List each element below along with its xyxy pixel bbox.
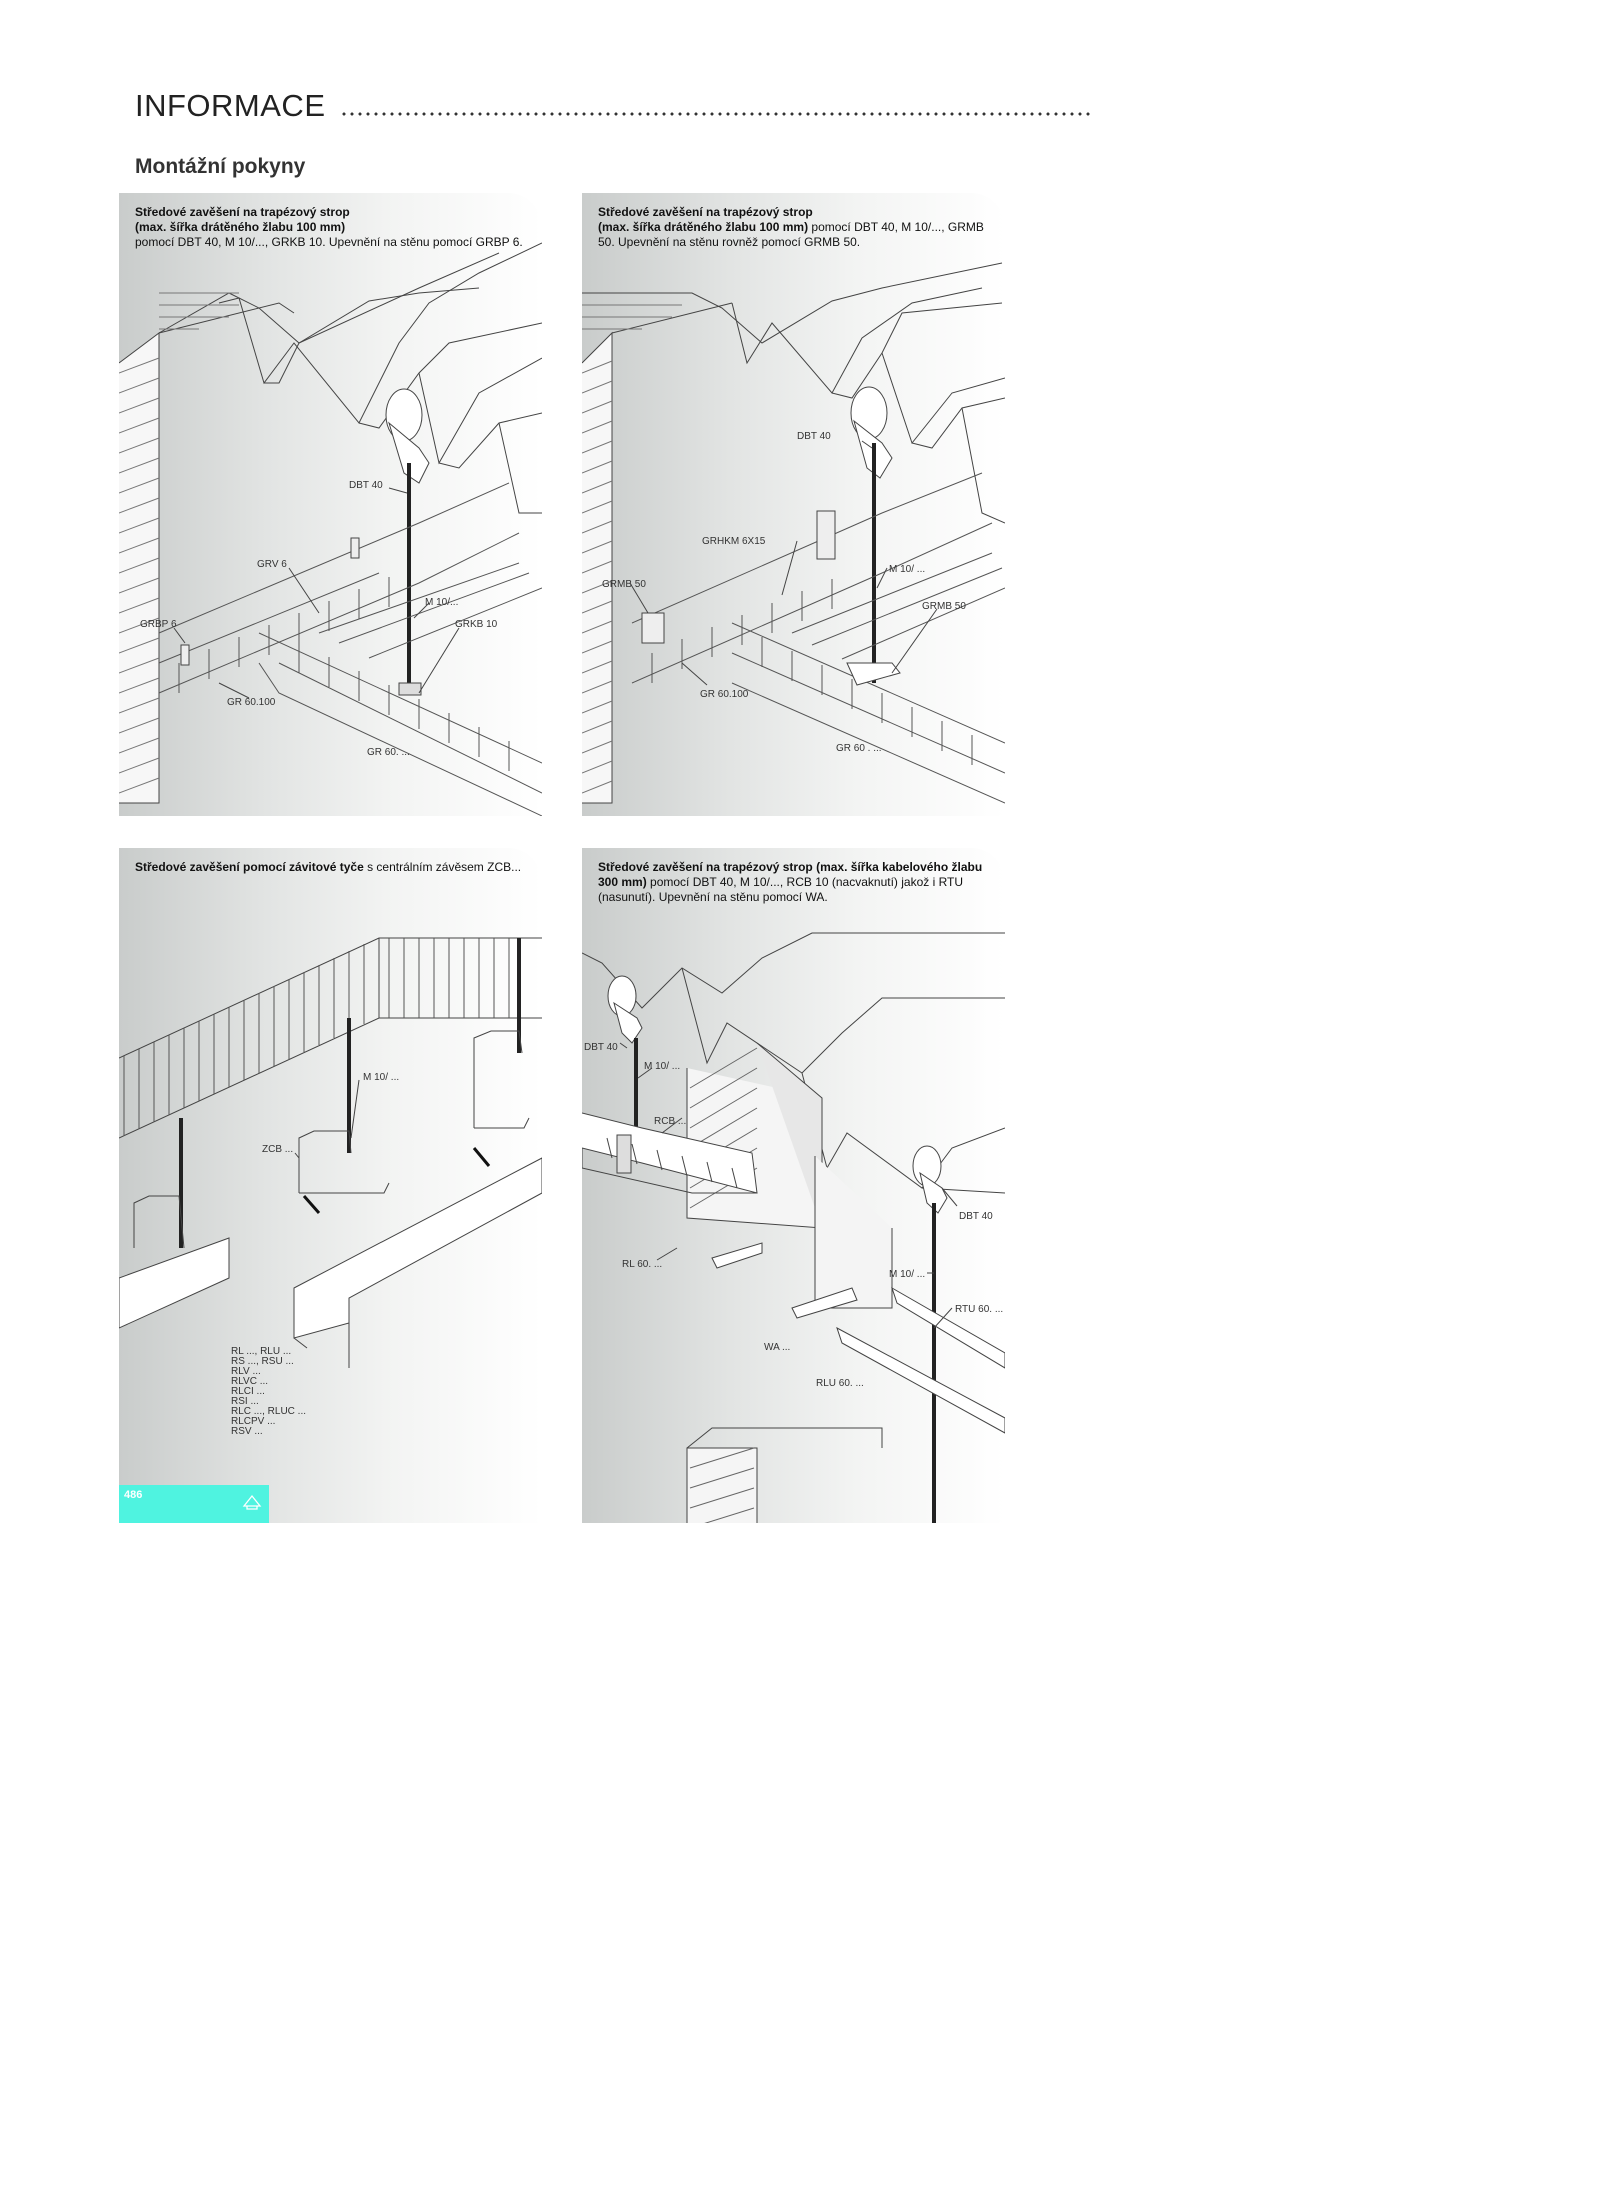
label-dbt40-right: DBT 40 <box>959 1211 993 1222</box>
label-grhkm: GRHKM 6X15 <box>702 536 766 547</box>
label-m10-left: M 10/ ... <box>644 1061 680 1072</box>
panel-3-caption-text: s centrálním závěsem ZCB... <box>363 860 522 874</box>
section-subtitle: Montážní pokyny <box>135 155 306 178</box>
label-dbt40: DBT 40 <box>797 431 831 442</box>
label-grv6: GRV 6 <box>257 559 287 570</box>
label-rlu60: RLU 60. ... <box>816 1378 864 1389</box>
label-rlv: RLV ... <box>231 1366 261 1377</box>
panel-1-caption-bold: Středové zavěšení na trapézový strop (ma… <box>135 205 350 234</box>
panel-3-caption: Středové zavěšení pomocí závitové tyče s… <box>135 860 535 875</box>
panel-3: Středové zavěšení pomocí závitové tyče s… <box>119 848 542 1523</box>
page-number-badge: 486 <box>119 1485 269 1523</box>
panel-4-caption-bold: Středové zavěšení na trapézový strop (ma… <box>598 860 983 889</box>
label-rtu60: RTU 60. ... <box>955 1304 1003 1315</box>
panel-1: Středové zavěšení na trapézový strop (ma… <box>119 193 542 816</box>
label-rlc-rluc: RLC ..., RLUC ... <box>231 1406 306 1417</box>
panel-2-caption-text: pomocí DBT 40, M 10/..., GRMB 50. Upevně… <box>598 220 984 249</box>
label-rlci: RLCI ... <box>231 1386 265 1397</box>
panel-2: Středové zavěšení na trapézový strop (ma… <box>582 193 1005 816</box>
label-rl-rlu: RL ..., RLU ... <box>231 1346 291 1357</box>
label-rsi: RSI ... <box>231 1396 259 1407</box>
label-gr60: GR 60 . ... <box>836 743 882 754</box>
panel-4-caption-text: pomocí DBT 40, M 10/..., RCB 10 (nacvakn… <box>598 875 964 904</box>
label-rlcpv: RLCPV ... <box>231 1416 275 1427</box>
label-grbp6: GRBP 6 <box>140 619 177 630</box>
label-m10-right: M 10/ ... <box>889 1269 925 1280</box>
label-rcb: RCB ... <box>654 1116 686 1127</box>
panel-1-caption-text: pomocí DBT 40, M 10/..., GRKB 10. Upevně… <box>135 235 523 249</box>
label-rsv: RSV ... <box>231 1426 263 1437</box>
panel-2-caption: Středové zavěšení na trapézový strop (ma… <box>598 205 998 250</box>
label-gr60100: GR 60.100 <box>700 689 749 700</box>
panel-3-drawing: M 10/ ... ZCB ... RL ..., RLU ... RS ...… <box>119 937 542 1437</box>
label-grkb10: GRKB 10 <box>455 619 498 630</box>
label-zcb: ZCB ... <box>262 1144 293 1155</box>
label-dbt40: DBT 40 <box>349 480 383 491</box>
label-wa: WA ... <box>764 1342 790 1353</box>
label-grmb50-right: GRMB 50 <box>922 601 966 612</box>
panel-4-caption: Středové zavěšení na trapézový strop (ma… <box>598 860 998 905</box>
label-grmb50-left: GRMB 50 <box>602 579 646 590</box>
panel-4: Středové zavěšení na trapézový strop (ma… <box>582 848 1005 1523</box>
cable-tray-icon <box>242 1494 262 1510</box>
label-gr60: GR 60. ... <box>367 747 410 758</box>
title-dotted-leader <box>340 112 1090 116</box>
page-number: 486 <box>124 1489 143 1501</box>
panel-2-drawing: DBT 40 GRHKM 6X15 M 10/ ... GRMB 50 GRMB… <box>582 262 1005 804</box>
panel-2-caption-bold: Středové zavěšení na trapézový strop (ma… <box>598 205 813 234</box>
panel-4-drawing: DBT 40 M 10/ ... RCB ... RL 60. ... DBT … <box>582 932 1005 1523</box>
panel-1-drawing: DBT 40 GRV 6 M 10/... GRBP 6 GRKB 10 GR … <box>119 242 542 816</box>
label-m10: M 10/... <box>425 597 458 608</box>
label-m10: M 10/ ... <box>363 1072 399 1083</box>
label-rs-rsu: RS ..., RSU ... <box>231 1356 294 1367</box>
label-m10: M 10/ ... <box>889 564 925 575</box>
panel-3-caption-bold: Středové zavěšení pomocí závitové tyče <box>135 860 364 874</box>
label-rl60: RL 60. ... <box>622 1259 662 1270</box>
label-rlvc: RLVC ... <box>231 1376 268 1387</box>
label-gr60100: GR 60.100 <box>227 697 276 708</box>
page-title: INFORMACE <box>135 88 326 123</box>
label-dbt40-left: DBT 40 <box>584 1042 618 1053</box>
page-header: INFORMACE <box>135 88 1095 132</box>
panel-1-caption: Středové zavěšení na trapézový strop (ma… <box>135 205 535 250</box>
